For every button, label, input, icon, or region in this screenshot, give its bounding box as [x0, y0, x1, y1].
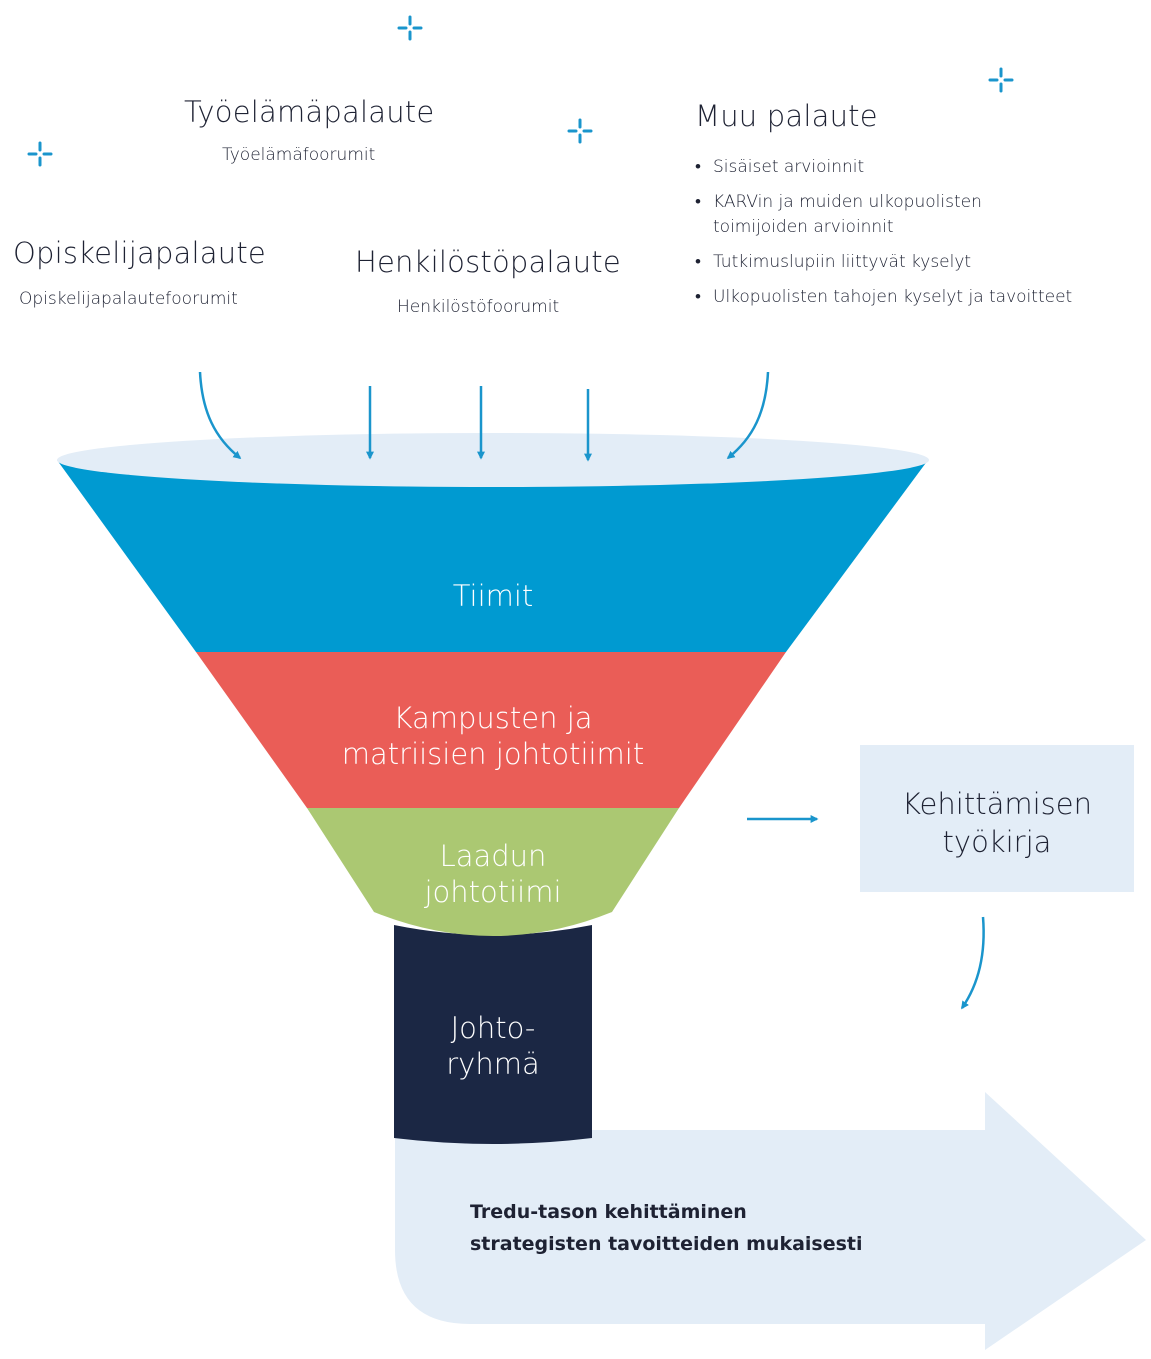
staff-feedback-subtitle: Henkilöstöfoorumit [397, 297, 560, 317]
layer-campus-label: Kampusten ja matriisien johtotiimit [341, 701, 645, 771]
layer-management [394, 925, 592, 1144]
layer-quality [307, 808, 679, 936]
result-label: Tredu-tason kehittäminen strategisten ta… [470, 1201, 863, 1255]
workplace-feedback-subtitle: Työelämäfoorumit [222, 145, 376, 165]
layer-teams-label: Tiimit [452, 579, 534, 613]
workplace-feedback-title: Työelämäpalaute [184, 95, 435, 129]
other-feedback-list: Sisäiset arvioinnit KARVin ja muiden ulk… [695, 155, 1072, 320]
sparkle-icon [397, 15, 423, 41]
list-item: Ulkopuolisten tahojen kyselyt ja tavoitt… [695, 285, 1072, 310]
workbook-box [860, 745, 1134, 892]
sparkle-icon [567, 118, 593, 144]
sparkle-icon [988, 67, 1014, 93]
arrow-curved-right [726, 371, 770, 459]
list-item: KARVin ja muiden ulkopuolisten toimijoid… [695, 190, 1072, 240]
arrow-from-workbook [960, 916, 985, 1010]
sparkle-icon [27, 141, 53, 167]
layer-campus [196, 652, 786, 808]
layer-teams [57, 460, 928, 652]
other-feedback-title: Muu palaute [695, 99, 878, 133]
list-item: Tutkimuslupiin liittyvät kyselyt [695, 250, 1072, 275]
staff-feedback-title: Henkilöstöpalaute [355, 245, 621, 279]
student-feedback-subtitle: Opiskelijapalautefoorumit [19, 289, 238, 309]
workbook-label: Kehittämisen työkirja [901, 787, 1092, 859]
layer-management-label: Johto- ryhmä [446, 1011, 540, 1081]
list-item: Sisäiset arvioinnit [695, 155, 1072, 180]
arrow-curved-left [198, 371, 242, 459]
layer-quality-label: Laadun johtotiimi [424, 839, 562, 909]
student-feedback-title: Opiskelijapalaute [13, 236, 266, 270]
result-arrow [395, 1092, 1146, 1350]
funnel-rim [57, 433, 929, 487]
